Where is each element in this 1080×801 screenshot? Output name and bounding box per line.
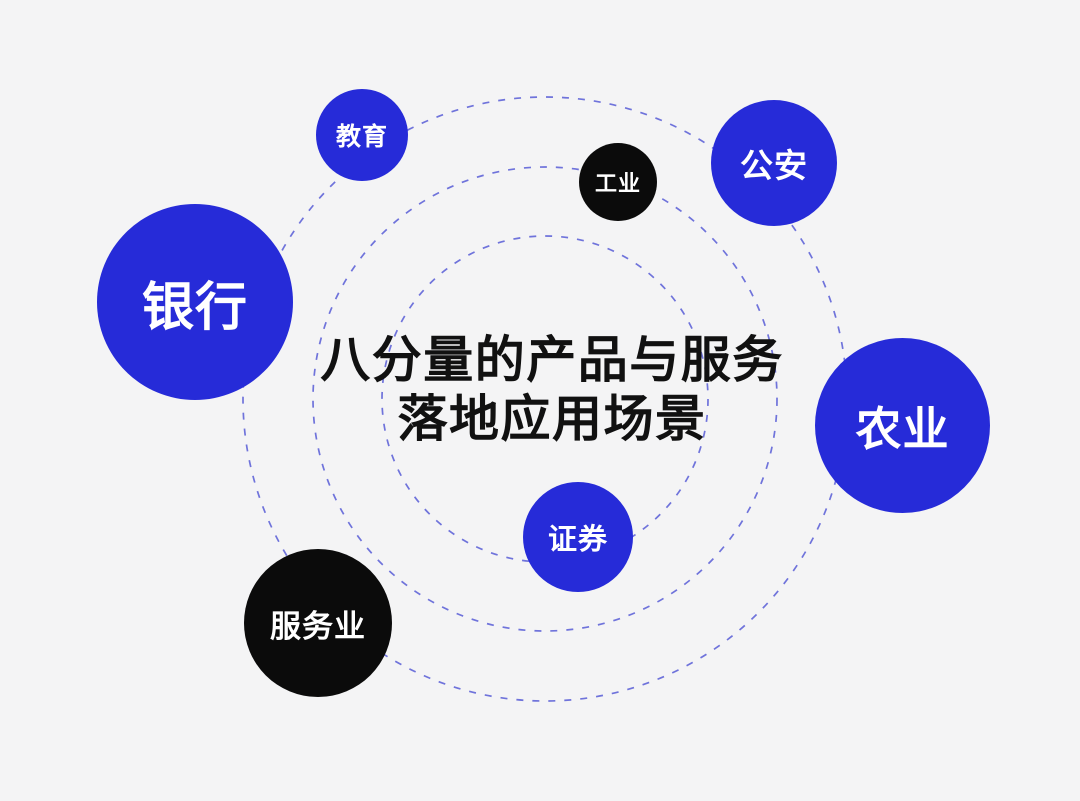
bubble-public-security-label: 公安 xyxy=(740,147,808,184)
bubble-education: 教育 xyxy=(316,89,408,181)
ring-inner xyxy=(381,235,709,563)
bubble-securities-label: 证券 xyxy=(547,524,608,556)
bubble-service-industry-label: 服务业 xyxy=(270,608,366,644)
bubble-agriculture: 农业 xyxy=(815,338,990,513)
bubble-public-security: 公安 xyxy=(711,100,837,226)
diagram-title: 八分量的产品与服务 落地应用场景 xyxy=(320,331,784,448)
bubble-bank: 银行 xyxy=(97,204,293,400)
bubble-bank-label: 银行 xyxy=(141,278,248,337)
bubble-agriculture-label: 农业 xyxy=(855,402,950,455)
bubble-industry: 工业 xyxy=(579,143,657,221)
title-line-2: 落地应用场景 xyxy=(397,390,707,447)
bubble-industry-label: 工业 xyxy=(594,171,641,196)
ring-middle xyxy=(312,166,778,632)
bubble-education-label: 教育 xyxy=(335,123,388,151)
bubble-service-industry: 服务业 xyxy=(244,549,392,697)
title-line-1: 八分量的产品与服务 xyxy=(320,332,784,388)
bubble-securities: 证券 xyxy=(523,482,633,592)
